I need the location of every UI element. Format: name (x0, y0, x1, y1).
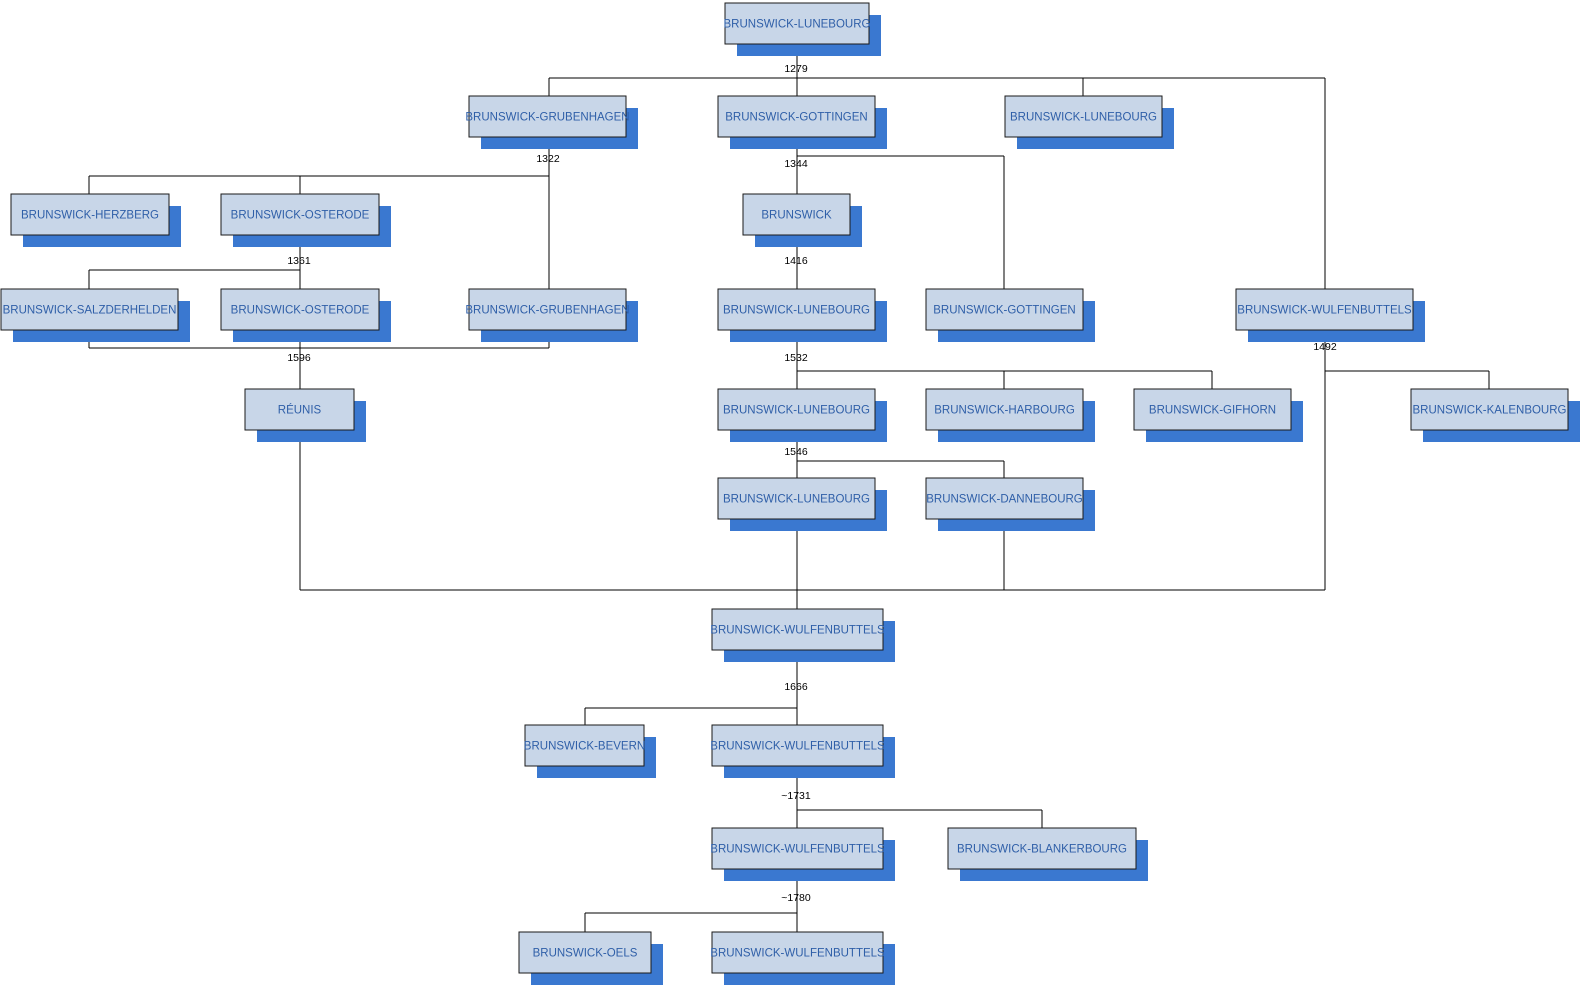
node-box (220, 288, 380, 331)
node-label: BRUNSWICK-LUNEBOURG (723, 305, 870, 317)
node-label: BRUNSWICK-DANNEBOURG (926, 494, 1083, 506)
node-label: BRUNSWICK-BEVERN (524, 741, 645, 753)
node-brunswick-lunebourg[interactable]: BRUNSWICK-LUNEBOURG (717, 288, 887, 342)
node-box (1004, 95, 1163, 138)
node-brunswick-osterode[interactable]: BRUNSWICK-OSTERODE (220, 193, 391, 247)
node-label: BRUNSWICK-GIFHORN (1149, 405, 1276, 417)
year-label: 1344 (784, 158, 808, 170)
node-label: BRUNSWICK-WULFENBUTTELS (1237, 305, 1412, 317)
year-labels: 1279 1322 1344 1361 1416 1596 1532 1492 1546 1666… (287, 63, 1337, 904)
node-brunswick-osterode[interactable]: BRUNSWICK-OSTERODE (220, 288, 391, 342)
year-label: 1416 (784, 255, 808, 267)
node-label: BRUNSWICK-OELS (533, 948, 638, 960)
node-brunswick-wulfenbuttels[interactable]: BRUNSWICK-WULFENBUTTELS (1235, 288, 1425, 342)
node-brunswick-harbourg[interactable]: BRUNSWICK-HARBOURG (925, 388, 1095, 442)
node-label: BRUNSWICK-LUNEBOURG (1010, 112, 1157, 124)
node-label: BRUNSWICK-BLANKERBOURG (957, 844, 1127, 856)
node-label: RÉUNIS (278, 404, 322, 417)
node-label: BRUNSWICK-HERZBERG (21, 210, 159, 222)
node-brunswick-herzberg[interactable]: BRUNSWICK-HERZBERG (10, 193, 181, 247)
node-label: BRUNSWICK-LUNEBOURG (724, 19, 871, 31)
node-label: BRUNSWICK-GRUBENHAGEN (465, 305, 629, 317)
node-brunswick-wulfenbuttels[interactable]: BRUNSWICK-WULFENBUTTELS (710, 608, 895, 662)
node-box (742, 193, 851, 236)
node-label: BRUNSWICK-WULFENBUTTELS (710, 948, 885, 960)
node-label: BRUNSWICK-SALZDERHELDEN (3, 305, 177, 317)
node-box (468, 95, 627, 138)
year-label: 1666 (784, 681, 808, 693)
node-box (468, 288, 627, 331)
node-label: BRUNSWICK-WULFENBUTTELS (710, 844, 885, 856)
node-label: BRUNSWICK-GRUBENHAGEN (465, 112, 629, 124)
node-label: BRUNSWICK-GOTTINGEN (933, 305, 1075, 317)
node-brunswick-grubenhagen[interactable]: BRUNSWICK-GRUBENHAGEN (465, 288, 638, 342)
node-box (711, 931, 884, 974)
node-brunswick-lunebourg[interactable]: BRUNSWICK-LUNEBOURG (724, 2, 881, 56)
node-label: BRUNSWICK-OSTERODE (231, 210, 370, 222)
year-label: ~1780 (781, 892, 811, 904)
year-label: 1546 (784, 446, 808, 458)
node-box (711, 724, 884, 767)
node-brunswick-wulfenbuttels[interactable]: BRUNSWICK-WULFENBUTTELS (710, 931, 895, 985)
node-label: BRUNSWICK-LUNEBOURG (723, 494, 870, 506)
node-brunswick-salzderhelden[interactable]: BRUNSWICK-SALZDERHELDEN (0, 288, 190, 342)
year-label: 1596 (287, 352, 311, 364)
year-label: 1532 (784, 352, 808, 364)
node-box (711, 827, 884, 870)
year-label: 1279 (784, 63, 808, 75)
year-label: 1492 (1313, 341, 1337, 353)
node-box (717, 95, 876, 138)
node-label: BRUNSWICK-KALENBOURG (1413, 405, 1567, 417)
node-box (717, 388, 876, 431)
year-label: ~1731 (781, 790, 811, 802)
node-label: BRUNSWICK-WULFENBUTTELS (710, 741, 885, 753)
node-brunswick-oels[interactable]: BRUNSWICK-OELS (518, 931, 663, 985)
node-box (1410, 388, 1569, 431)
node-brunswick-dannebourg[interactable]: BRUNSWICK-DANNEBOURG (925, 477, 1095, 531)
node-brunswick-wulfenbuttels[interactable]: BRUNSWICK-WULFENBUTTELS (710, 827, 895, 881)
node-brunswick-wulfenbuttels[interactable]: BRUNSWICK-WULFENBUTTELS (710, 724, 895, 778)
node-r-unis[interactable]: RÉUNIS (244, 388, 366, 442)
node-box (717, 288, 876, 331)
node-box (518, 931, 652, 974)
node-box (711, 608, 884, 651)
node-box (0, 288, 179, 331)
node-brunswick[interactable]: BRUNSWICK (742, 193, 862, 247)
node-brunswick-blankerbourg[interactable]: BRUNSWICK-BLANKERBOURG (947, 827, 1148, 881)
year-label: 1361 (287, 255, 311, 267)
node-label: BRUNSWICK-GOTTINGEN (725, 112, 867, 124)
node-brunswick-gottingen[interactable]: BRUNSWICK-GOTTINGEN (925, 288, 1095, 342)
node-box (1133, 388, 1292, 431)
node-label: BRUNSWICK-OSTERODE (231, 305, 370, 317)
node-label: BRUNSWICK-HARBOURG (934, 405, 1075, 417)
node-brunswick-gottingen[interactable]: BRUNSWICK-GOTTINGEN (717, 95, 887, 149)
node-box (244, 388, 355, 431)
node-brunswick-lunebourg[interactable]: BRUNSWICK-LUNEBOURG (1004, 95, 1174, 149)
node-box (1235, 288, 1414, 331)
node-box (524, 724, 645, 767)
node-box (220, 193, 380, 236)
node-brunswick-lunebourg[interactable]: BRUNSWICK-LUNEBOURG (717, 477, 887, 531)
node-brunswick-bevern[interactable]: BRUNSWICK-BEVERN (524, 724, 656, 778)
node-label: BRUNSWICK-LUNEBOURG (723, 405, 870, 417)
node-box (724, 2, 870, 45)
node-box (925, 288, 1084, 331)
node-brunswick-lunebourg[interactable]: BRUNSWICK-LUNEBOURG (717, 388, 887, 442)
node-label: BRUNSWICK-WULFENBUTTELS (710, 625, 885, 637)
node-label: BRUNSWICK (761, 210, 832, 222)
node-box (947, 827, 1137, 870)
node-brunswick-grubenhagen[interactable]: BRUNSWICK-GRUBENHAGEN (465, 95, 638, 149)
year-label: 1322 (536, 153, 560, 165)
node-brunswick-gifhorn[interactable]: BRUNSWICK-GIFHORN (1133, 388, 1303, 442)
node-box (925, 388, 1084, 431)
node-box (10, 193, 170, 236)
node-brunswick-kalenbourg[interactable]: BRUNSWICK-KALENBOURG (1410, 388, 1580, 442)
node-box (925, 477, 1084, 520)
node-box (717, 477, 876, 520)
